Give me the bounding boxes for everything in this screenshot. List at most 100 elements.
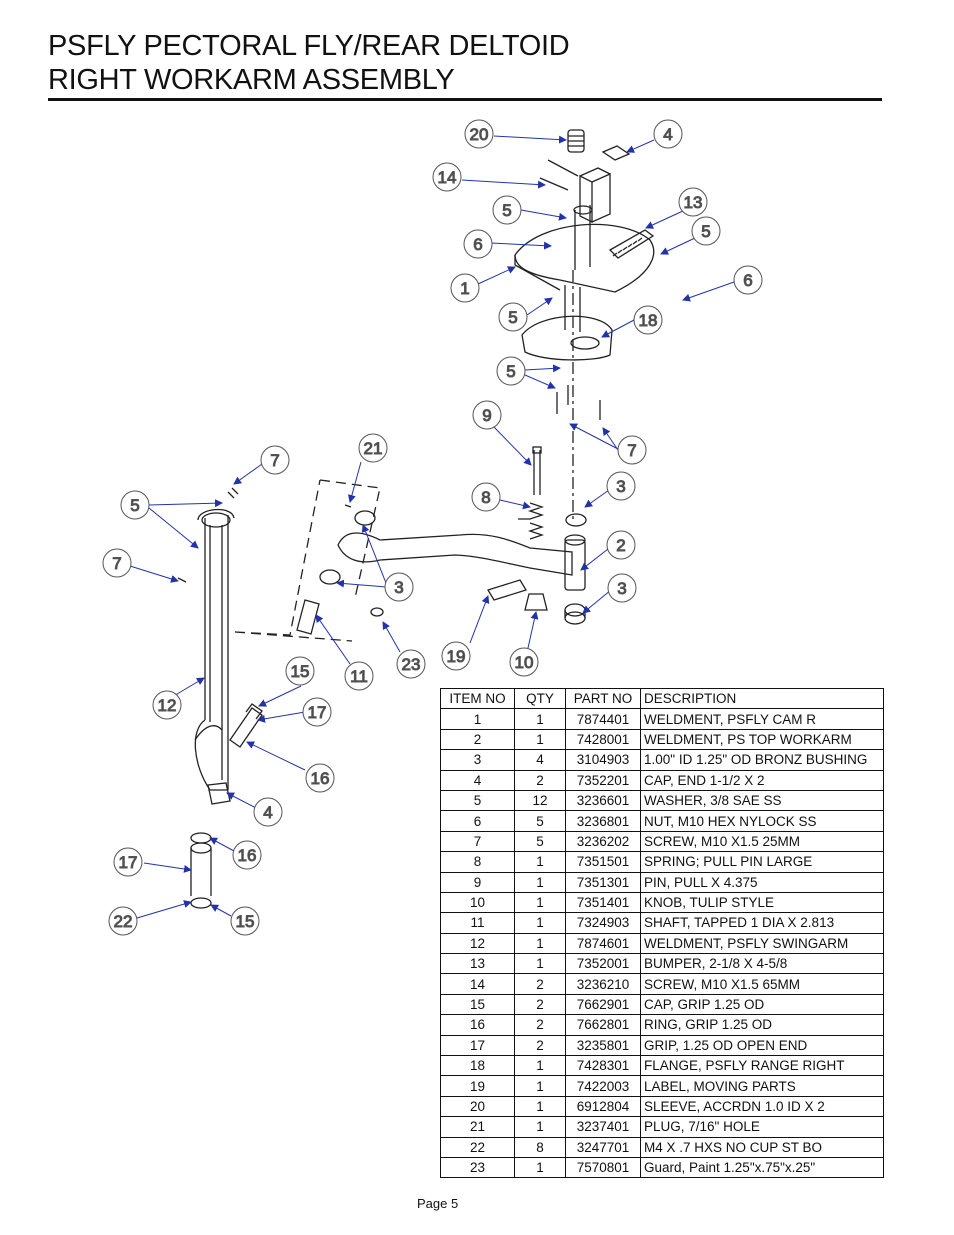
balloon-label: 16 <box>238 846 257 865</box>
balloon: 5 <box>691 216 721 246</box>
cell-description: SHAFT, TAPPED 1 DIA X 2.813 <box>640 912 884 934</box>
balloon-label: 1 <box>460 279 469 298</box>
cell-qty: 1 <box>514 932 566 955</box>
cell-description: CAP, GRIP 1.25 OD <box>640 993 884 1016</box>
cell-part-no: 7874601 <box>565 932 641 955</box>
cell-description: WELDMENT, PS TOP WORKARM <box>640 728 884 751</box>
cell-part-no: 7662801 <box>565 1014 641 1036</box>
balloon-label: 4 <box>263 803 272 822</box>
cell-part-no: 7422003 <box>565 1075 641 1097</box>
balloon-label: 7 <box>112 554 121 573</box>
cell-description: LABEL, MOVING PARTS <box>640 1075 884 1097</box>
balloon: 22 <box>108 906 138 936</box>
cell-qty: 1 <box>514 728 566 751</box>
cell-qty: 1 <box>514 1055 566 1077</box>
balloon-label: 7 <box>270 451 279 470</box>
balloon: 3 <box>607 573 637 603</box>
balloon-label: 12 <box>158 696 177 715</box>
cell-description: CAP, END 1-1/2 X 2 <box>640 769 884 791</box>
cell-part-no: 3236601 <box>565 789 641 812</box>
balloon: 3 <box>606 471 636 501</box>
cell-qty: 1 <box>514 871 566 893</box>
balloon: 20 <box>464 119 494 149</box>
cell-part-no: 7428301 <box>565 1055 641 1077</box>
cell-part-no: 3236210 <box>565 973 641 995</box>
cell-qty: 1 <box>514 912 566 934</box>
cell-qty: 1 <box>514 953 566 975</box>
balloon: 21 <box>358 433 388 463</box>
balloon: 19 <box>441 641 471 671</box>
balloon-label: 10 <box>515 653 534 672</box>
cell-qty: 1 <box>514 891 566 914</box>
cell-item-no: 10 <box>440 891 515 914</box>
header-item-no: ITEM NO <box>440 687 515 710</box>
cell-qty: 2 <box>514 973 566 995</box>
balloon: 2 <box>606 530 636 560</box>
balloon-label: 3 <box>617 579 626 598</box>
cell-part-no: 7351401 <box>565 891 641 914</box>
cell-part-no: 3236202 <box>565 830 641 853</box>
balloon: 7 <box>102 548 132 578</box>
cell-part-no: 3237401 <box>565 1116 641 1138</box>
cell-item-no: 23 <box>440 1156 515 1179</box>
cell-item-no: 9 <box>440 871 515 893</box>
cell-description: SCREW, M10 X1.5 65MM <box>640 973 884 995</box>
balloon: 23 <box>396 649 426 679</box>
header-qty: QTY <box>514 687 566 710</box>
balloon-label: 3 <box>616 477 625 496</box>
cell-part-no: 7352001 <box>565 953 641 975</box>
cell-qty: 1 <box>514 1116 566 1138</box>
cell-item-no: 18 <box>440 1055 515 1077</box>
cell-qty: 2 <box>514 1014 566 1036</box>
balloon: 18 <box>633 305 663 335</box>
cell-qty: 1 <box>514 708 566 730</box>
cell-description: WASHER, 3/8 SAE SS <box>640 789 884 812</box>
cell-qty: 8 <box>514 1136 566 1158</box>
cell-qty: 1 <box>514 1156 566 1179</box>
cell-part-no: 3247701 <box>565 1136 641 1158</box>
cell-qty: 1 <box>514 1075 566 1097</box>
page-number: Page 5 <box>417 1196 459 1211</box>
cell-part-no: 7428001 <box>565 728 641 751</box>
cell-description: NUT, M10 HEX NYLOCK SS <box>640 810 884 832</box>
leader-lines <box>129 135 735 919</box>
balloon-label: 8 <box>481 488 490 507</box>
balloon-label: 22 <box>114 912 133 931</box>
balloon-label: 3 <box>394 578 403 597</box>
cell-description: SPRING; PULL PIN LARGE <box>640 851 884 873</box>
page-title-line2: RIGHT WORKARM ASSEMBLY <box>48 64 455 96</box>
cell-description: BUMPER, 2-1/8 X 4-5/8 <box>640 953 884 975</box>
balloon: 12 <box>152 690 182 720</box>
balloon-label: 7 <box>627 441 636 460</box>
balloon-label: 15 <box>236 912 255 931</box>
cell-description: RING, GRIP 1.25 OD <box>640 1014 884 1036</box>
cell-part-no: 3235801 <box>565 1034 641 1057</box>
balloon: 17 <box>113 847 143 877</box>
balloon: 8 <box>471 482 501 512</box>
balloon: 7 <box>260 445 290 475</box>
cell-item-no: 4 <box>440 769 515 791</box>
cell-item-no: 20 <box>440 1095 515 1118</box>
cell-qty: 12 <box>514 789 566 812</box>
cell-item-no: 21 <box>440 1116 515 1138</box>
balloon-label: 5 <box>130 496 139 515</box>
balloon-label: 19 <box>447 647 466 666</box>
cell-description: 1.00" ID 1.25" OD BRONZ BUSHING <box>640 749 884 771</box>
item-balloons: 20 4 14 13 5 5 6 6 1 5 18 5 9 7 21 7 5 7… <box>102 119 763 936</box>
cell-qty: 4 <box>514 749 566 771</box>
cell-item-no: 12 <box>440 932 515 955</box>
